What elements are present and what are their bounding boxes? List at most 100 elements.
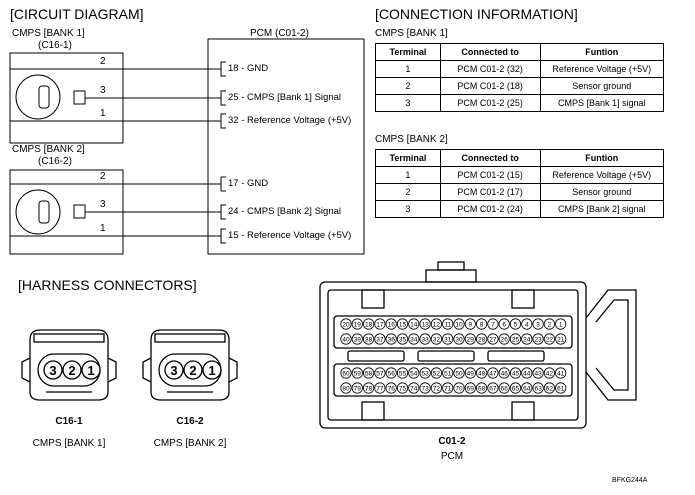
table-cell: CMPS [Bank 1] signal	[539, 94, 665, 112]
table-row: 1 PCM C01-2 (32) Reference Voltage (+5V)	[375, 60, 665, 78]
table-row: 3 PCM C01-2 (24) CMPS [Bank 2] signal	[375, 200, 665, 218]
pcm-pin-label: 15 - Reference Voltage (+5V)	[228, 230, 352, 241]
pcm-pin-socket	[408, 333, 420, 345]
pcm-pin-socket	[487, 367, 499, 379]
pcm-pin-number: 24	[523, 336, 531, 343]
pcm-pin-number: 56	[388, 370, 396, 377]
pcm-pin-socket	[374, 318, 386, 330]
pcm-pin-socket	[408, 382, 420, 394]
pcm-pin-label: 18 - GND	[228, 63, 269, 74]
pcm-pin-socket	[532, 382, 544, 394]
pcm-pin-socket	[351, 382, 363, 394]
pcm-pin-socket	[555, 367, 567, 379]
pcm-pin-socket	[543, 367, 556, 379]
pcm-pin-socket	[362, 367, 375, 379]
pcm-pin-number: 37	[376, 336, 384, 343]
pcm-pin-number: 75	[399, 385, 407, 392]
pcm-pin-number: 43	[534, 370, 542, 377]
pcm-pin-label: 24 - CMPS [Bank 2] Signal	[228, 206, 341, 217]
connector-pin-number: 1	[208, 363, 215, 378]
pcm-pin-socket	[453, 333, 465, 345]
pcm-label: PCM (C01-2)	[250, 28, 309, 39]
pcm-box	[207, 38, 365, 255]
pcm-pin-socket	[362, 382, 375, 394]
table-cell: 3	[375, 200, 441, 218]
pcm-pin-socket	[532, 318, 544, 330]
pcm-pin-number: 70	[455, 385, 463, 392]
pcm-pin-number: 61	[557, 385, 565, 392]
pcm-pin-number: 63	[534, 385, 542, 392]
pcm-pin-socket	[362, 333, 375, 345]
pcm-pin-socket	[555, 318, 567, 330]
bank2-sensor-symbol	[15, 189, 61, 235]
pcm-pin-number: 20	[342, 321, 350, 328]
pcm-pin-socket	[487, 382, 499, 394]
pcm-pin-number: 25	[512, 336, 520, 343]
table-row: 2 PCM C01-2 (17) Sensor ground	[375, 183, 665, 201]
pcm-pin-number: 38	[365, 336, 373, 343]
pcm-pin-socket	[543, 318, 556, 330]
bank2-wire-number: 2	[100, 171, 106, 182]
pcm-pin-number: 21	[557, 336, 565, 343]
c16-1-code: C16-1	[55, 416, 83, 427]
pcm-pin-socket	[385, 318, 397, 330]
pcm-pin-socket	[498, 318, 510, 330]
pcm-pin-number: 60	[342, 370, 350, 377]
pcm-connector-name: PCM	[440, 451, 464, 462]
pcm-pin-socket	[464, 318, 476, 330]
pcm-pin-socket	[487, 333, 499, 345]
connector-pin-number: 2	[68, 363, 75, 378]
pcm-pin-number: 80	[342, 385, 350, 392]
circuit-diagram-title: [CIRCUIT DIAGRAM]	[10, 6, 144, 22]
pcm-pin-number: 17	[376, 321, 384, 328]
pcm-pin-number: 9	[468, 321, 472, 328]
bank1-wire-number: 2	[100, 56, 106, 67]
pcm-pin-socket	[442, 367, 454, 379]
pcm-pin-number: 2	[548, 321, 552, 328]
bank1-sensor-element	[38, 85, 50, 109]
pcm-pin-socket	[396, 318, 409, 330]
pcm-pin-socket	[555, 382, 567, 394]
bank1-connection-table: Terminal Connected to Funtion 1 PCM C01-…	[375, 43, 665, 112]
pcm-pin-socket	[509, 382, 522, 394]
pcm-pin-socket	[521, 318, 533, 330]
pcm-pin-number: 46	[501, 370, 509, 377]
pcm-pin-number: 64	[523, 385, 531, 392]
pcm-pin-socket	[475, 367, 488, 379]
pcm-pin-socket	[362, 318, 375, 330]
pcm-pin-number: 33	[421, 336, 429, 343]
pcm-pin-number: 79	[354, 385, 362, 392]
pcm-pin-number: 5	[514, 321, 518, 328]
pcm-pin-number: 48	[478, 370, 486, 377]
c16-2-code: C16-2	[176, 416, 204, 427]
pcm-pin-socket	[487, 318, 499, 330]
pcm-pin-socket	[453, 318, 465, 330]
table-header-row: Terminal Connected to Funtion	[375, 149, 665, 167]
pcm-pin-number: 10	[455, 321, 463, 328]
pcm-pin-socket	[419, 382, 431, 394]
pcm-pin-number: 12	[433, 321, 441, 328]
bank1-connector-code: (C16-1)	[38, 40, 72, 51]
bank2-sensor-name: CMPS [BANK 2]	[12, 144, 85, 155]
pcm-pin-socket	[340, 333, 352, 345]
pcm-pin-socket	[340, 382, 352, 394]
pcm-pin-socket	[408, 367, 420, 379]
pcm-pin-number: 62	[546, 385, 554, 392]
pcm-pin-socket	[543, 382, 556, 394]
pcm-pin-number: 49	[467, 370, 475, 377]
pcm-pin-socket	[419, 333, 431, 345]
pcm-pin-number: 31	[444, 336, 452, 343]
pcm-pin-socket	[521, 382, 533, 394]
c16-2-connector-drawing	[142, 329, 238, 401]
pcm-pin-number: 28	[478, 336, 486, 343]
bank1-sensor-name: CMPS [BANK 1]	[12, 28, 85, 39]
pcm-pin-label: 25 - CMPS [Bank 1] Signal	[228, 92, 341, 103]
pcm-pin-socket	[396, 333, 409, 345]
harness-connectors-title: [HARNESS CONNECTORS]	[18, 277, 197, 293]
c16-1-pins: 3 2 1	[43, 360, 101, 380]
pcm-pin-socket	[509, 318, 522, 330]
pcm-pin-number: 1	[559, 321, 563, 328]
connector-pin-number: 3	[49, 363, 56, 378]
pcm-pin-socket	[532, 367, 544, 379]
pcm-pin-socket	[430, 367, 442, 379]
